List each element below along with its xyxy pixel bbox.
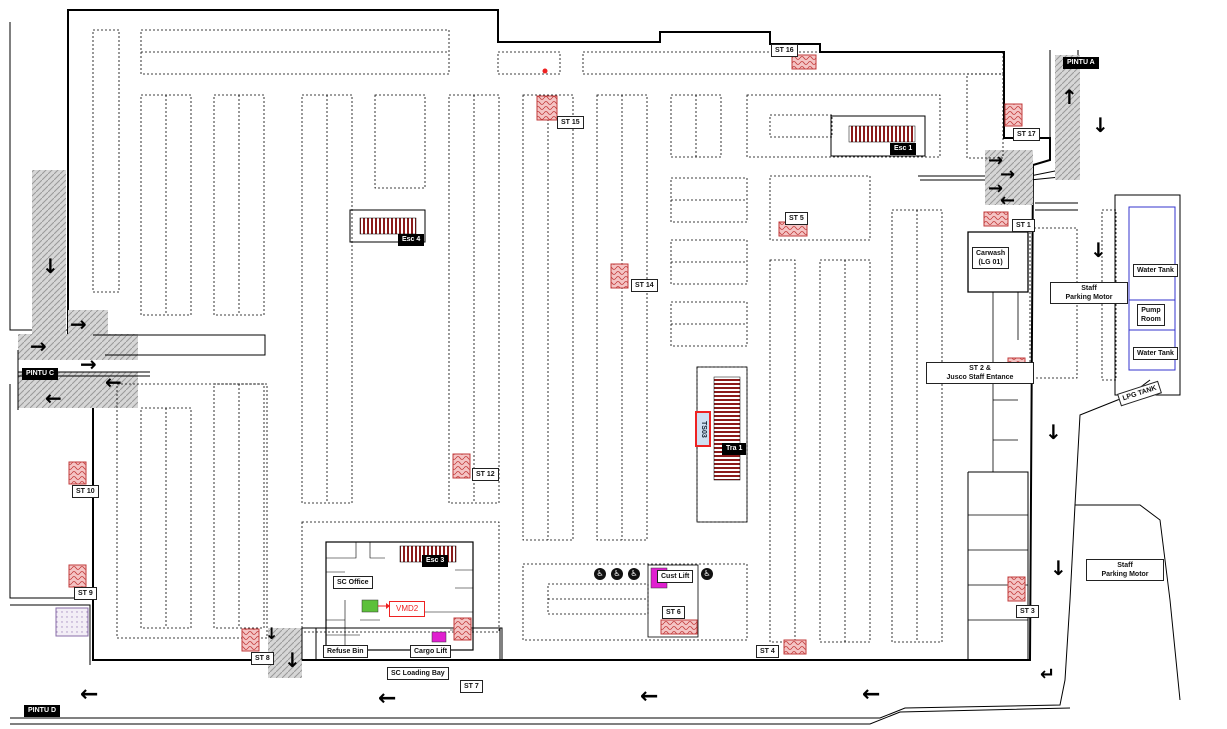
stall-label-st10[interactable]: ST 10 bbox=[72, 485, 99, 498]
arrow-down-icon: ↓ bbox=[1092, 113, 1109, 137]
arrow-left-icon: ← bbox=[640, 684, 659, 709]
stall-label-st5[interactable]: ST 5 bbox=[785, 212, 808, 225]
stall-label-st9[interactable]: ST 9 bbox=[74, 587, 97, 600]
wheelchair-icon: ♿ bbox=[611, 568, 623, 580]
arrow-right-icon: → bbox=[988, 150, 1004, 171]
arrow-left-icon: ← bbox=[45, 386, 62, 410]
sc-office-label[interactable]: SC Office bbox=[333, 576, 373, 589]
stall-label-st3[interactable]: ST 3 bbox=[1016, 605, 1039, 618]
ts03-label[interactable]: TS03 bbox=[695, 411, 711, 447]
stall-label-st17[interactable]: ST 17 bbox=[1013, 128, 1040, 141]
stall-label-st14[interactable]: ST 14 bbox=[631, 279, 658, 292]
gate-label-pintu-a[interactable]: PINTU A bbox=[1063, 57, 1099, 69]
arrow-down-icon: ↓ bbox=[1090, 238, 1107, 262]
stall-label-st8[interactable]: ST 8 bbox=[251, 652, 274, 665]
staff-parking-motor-line1: Staff bbox=[1081, 285, 1097, 292]
refuse-bin-label[interactable]: Refuse Bin bbox=[323, 645, 368, 658]
carwash-label-line1: Carwash bbox=[976, 250, 1006, 257]
arrow-left-icon: ← bbox=[80, 682, 99, 707]
water-tank-label-2[interactable]: Water Tank bbox=[1133, 347, 1178, 360]
gate-label-pintu-c[interactable]: PINTU C bbox=[22, 368, 58, 380]
wheelchair-icon: ♿ bbox=[628, 568, 640, 580]
carwash-label[interactable]: Carwash (LG 01) bbox=[972, 247, 1010, 269]
st2-staff-entrance-label[interactable]: ST 2 & Jusco Staff Entance bbox=[926, 362, 1034, 384]
water-tank-label[interactable]: Water Tank bbox=[1133, 264, 1178, 277]
arrow-turn-icon: ↵ bbox=[1040, 664, 1056, 685]
travelator-label-tra1[interactable]: Tra 1 bbox=[722, 443, 747, 455]
escalator-label-esc3[interactable]: Esc 3 bbox=[422, 555, 449, 567]
arrow-down-icon: ↓ bbox=[284, 648, 301, 672]
vmd2-label[interactable]: VMD2 bbox=[389, 601, 426, 617]
staff-parking-motor-label-2[interactable]: Staff Parking Motor bbox=[1086, 559, 1164, 581]
arrow-left-icon: ← bbox=[378, 686, 397, 711]
stall-label-st7[interactable]: ST 7 bbox=[460, 680, 483, 693]
pump-room-line2: Room bbox=[1141, 316, 1161, 323]
escalator-label-esc4[interactable]: Esc 4 bbox=[398, 234, 425, 246]
arrow-down-icon: ↓ bbox=[1050, 556, 1067, 580]
arrow-down-icon: ↓ bbox=[42, 254, 59, 278]
arrow-right-icon: → bbox=[1000, 164, 1016, 185]
arrow-down-icon: ↓ bbox=[1045, 420, 1062, 444]
arrow-right-icon: → bbox=[30, 334, 47, 358]
stall-label-st12[interactable]: ST 12 bbox=[472, 468, 499, 481]
staff-parking-motor-label[interactable]: Staff Parking Motor bbox=[1050, 282, 1128, 304]
pump-room-line1: Pump bbox=[1141, 307, 1161, 314]
stall-label-st6[interactable]: ST 6 bbox=[662, 606, 685, 619]
wheelchair-icon: ♿ bbox=[594, 568, 606, 580]
sc-loading-bay-label[interactable]: SC Loading Bay bbox=[387, 667, 449, 680]
stall-label-st16[interactable]: ST 16 bbox=[771, 44, 798, 57]
gate-label-pintu-d[interactable]: PINTU D bbox=[24, 705, 60, 717]
arrow-up-icon: ↑ bbox=[1061, 85, 1078, 109]
st2-line2: Jusco Staff Entance bbox=[946, 374, 1014, 381]
stall-label-st15[interactable]: ST 15 bbox=[557, 116, 584, 129]
escalator-label-esc1[interactable]: Esc 1 bbox=[890, 143, 917, 155]
pump-room-label[interactable]: Pump Room bbox=[1137, 304, 1165, 326]
st2-line1: ST 2 & bbox=[969, 365, 991, 372]
cust-lift-label[interactable]: Cust Lift bbox=[657, 570, 694, 583]
arrow-right-icon: → bbox=[70, 312, 87, 336]
cargo-lift-label[interactable]: Cargo Lift bbox=[410, 645, 452, 658]
arrow-left-icon: ← bbox=[862, 682, 881, 707]
arrow-down-icon: ↓ bbox=[265, 624, 279, 643]
building-outline bbox=[67, 9, 1051, 661]
arrow-right-icon: → bbox=[988, 178, 1004, 199]
staff-parking-motor-line2: Parking Motor bbox=[1065, 294, 1113, 301]
stall-label-st1[interactable]: ST 1 bbox=[1012, 219, 1035, 232]
stall-label-st4[interactable]: ST 4 bbox=[756, 645, 779, 658]
arrow-left-icon: ← bbox=[105, 370, 122, 394]
staff-parking-motor-2-line2: Parking Motor bbox=[1101, 571, 1149, 578]
wheelchair-icon: ♿ bbox=[701, 568, 713, 580]
carwash-label-line2: (LG 01) bbox=[978, 259, 1003, 266]
staff-parking-motor-2-line1: Staff bbox=[1117, 562, 1133, 569]
arrow-right-icon: → bbox=[80, 352, 97, 376]
arrow-left-icon: ← bbox=[1000, 190, 1016, 211]
